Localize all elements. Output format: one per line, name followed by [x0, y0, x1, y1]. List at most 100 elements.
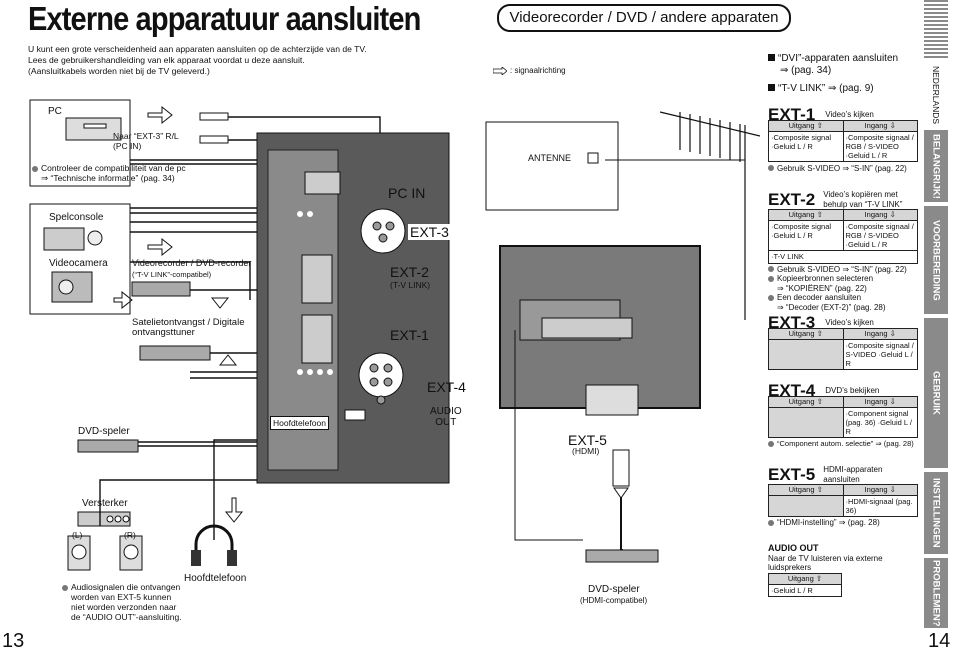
vcr-sublabel: (“T-V LINK”-compatibel)	[132, 270, 212, 279]
intro-line-2: Lees de gebruikershandleiding van elk ap…	[28, 55, 305, 65]
panel-headphones-label: Hoofdtelefoon	[270, 416, 329, 430]
ext3-heading: EXT-3	[768, 313, 816, 332]
ext5-out-header: Uitgang ⇧	[788, 485, 823, 494]
intro-line-3: (Aansluitkabels worden niet bij de TV ge…	[28, 66, 210, 76]
sidebar-tab-voorbereiding: VOORBEREIDING	[924, 206, 948, 314]
ext4-port-zoom	[358, 352, 404, 398]
ext2-note-4: Een decoder aansluiten	[768, 293, 918, 303]
ext3-in: ·Composite signaal / S-VIDEO ·Geluid L /…	[842, 339, 918, 369]
sidebar-tab-instellingen: INSTELLINGEN	[924, 472, 948, 554]
console-label: Spelconsole	[49, 212, 104, 223]
ext2-in: ·Composite signaal / RGB / S-VIDEO ·Gelu…	[842, 221, 918, 250]
hdmi-plug-icon	[612, 449, 630, 487]
ext1-table: Uitgang ⇧Ingang ⇩ ·Composite signal ·Gel…	[768, 119, 918, 162]
connection-diagram	[29, 99, 760, 571]
ext2-table: Uitgang ⇧ Ingang ⇩ ·Composite signal ·Gel…	[768, 209, 918, 264]
pc-compat-line-1: Controleer de compatibiliteit van de pc	[32, 163, 186, 173]
ext3-in-header: Ingang ⇩	[842, 328, 918, 339]
ext3-port-zoom	[360, 208, 406, 254]
audio-out-line-1: AUDIO	[430, 406, 462, 417]
ext2-out: ·Composite signal ·Geluid L / R	[771, 222, 832, 240]
headphones-label: Hoofdtelefoon	[184, 573, 247, 584]
pc-compat: Controleer de compatibiliteit van de pc …	[32, 163, 186, 183]
page-number-left: 13	[2, 630, 25, 652]
ext1-label: EXT-1	[390, 327, 429, 343]
scart-ext2-port	[301, 254, 333, 304]
audio-note-line-1: Audiosignalen die ontvangen	[62, 582, 192, 592]
ext5-in: ·HDMI-signaal (pag. 36)	[842, 496, 918, 516]
ext1-out-header: Uitgang ⇧	[788, 120, 823, 130]
antenna-frame	[485, 121, 619, 211]
dvi-line: “DVI”-apparaten aansluiten	[768, 53, 918, 65]
dvd-hdmi-icon	[585, 549, 659, 563]
ext1-in: ·Composite signaal / RGB / S-VIDEO ·Gelu…	[842, 131, 918, 161]
pc-vga-plug	[199, 135, 229, 144]
sidebar-stripe	[924, 0, 948, 60]
satellite-icon	[139, 345, 211, 361]
dvd-hdmi-label: DVD-speler	[588, 584, 640, 595]
antenna-label: ANTENNE	[528, 153, 572, 163]
console-icon	[43, 227, 85, 251]
ext1-out: ·Composite signal ·Geluid L / R	[771, 132, 832, 151]
ext2-in-header: Ingang ⇩	[842, 210, 918, 220]
audio-out-table: Uitgang ⇧ ·Geluid L / R	[768, 572, 842, 597]
ext4-out-header: Uitgang ⇧	[788, 396, 823, 406]
ext5-table: Uitgang ⇧ Ingang ⇩ ·HDMI-signaal (pag. 36…	[768, 484, 918, 517]
ext2-note-3: ⇒ “KOPIËREN” (pag. 22)	[777, 283, 867, 293]
dvi-text: “DVI”-apparaten aansluiten	[778, 53, 899, 64]
pc-frame	[29, 99, 131, 187]
ext5-in-header: Ingang ⇩	[842, 485, 918, 495]
speaker-left-label: (L)	[72, 530, 83, 540]
intro-line-1: U kunt een grote verscheidenheid aan app…	[28, 44, 367, 54]
audio-note-line-2: worden van EXT-5 kunnen	[71, 592, 172, 602]
audio-out-line-2: OUT	[435, 417, 457, 428]
audio-out-heading: AUDIO OUT	[768, 543, 819, 553]
audio-out-desc: Naar de TV luisteren via externe luidspr…	[768, 553, 883, 573]
audio-out-header: Uitgang ⇧	[787, 573, 823, 583]
arrow-icon	[493, 66, 507, 75]
ext4-note: “Component autom. selectie” ⇒ (pag. 28)	[768, 439, 918, 449]
ext2-sublabel: (T-V LINK)	[390, 280, 431, 290]
intro-text: U kunt een grote verscheidenheid aan app…	[28, 44, 418, 77]
signal-legend: : signaalrichting	[493, 66, 566, 75]
dvd-hdmi-sublabel: (HDMI-compatibel)	[580, 596, 648, 605]
page-title: Externe apparatuur aansluiten	[28, 0, 421, 37]
ext5-desc: HDMI-apparaten aansluiten	[823, 465, 883, 484]
ext1-section: EXT-1 Video’s kijken Uitgang ⇧Ingang ⇩ ·C…	[768, 105, 918, 173]
arrow-icon	[613, 487, 629, 499]
ext1-heading: EXT-1	[768, 105, 816, 124]
ext2-desc: Video’s kopiëren met behulp van “T-V LIN…	[823, 190, 903, 209]
ext1-desc: Video’s kijken	[825, 110, 874, 119]
sidebar-tab-belangrijk: BELANGRIJK!	[924, 130, 948, 202]
section-subtitle: Videorecorder / DVD / andere apparaten	[497, 4, 791, 32]
ext4-desc: DVD’s bekijken	[825, 386, 880, 395]
ext3-table: Uitgang ⇧Ingang ⇩ ·Composite signaal / S…	[768, 327, 918, 370]
ext5-out	[769, 496, 843, 516]
pc-audio-plug	[199, 112, 229, 121]
audio-out-port: AUDIO OUT	[430, 406, 462, 428]
ext3-section: EXT-3 Video’s kijken Uitgang ⇧Ingang ⇩ ·C…	[768, 313, 918, 370]
speaker-right-label: (R)	[124, 530, 136, 540]
ext2-note-2: Kopieerbronnen selecteren	[768, 274, 918, 284]
console-frame	[29, 203, 131, 315]
audio-out-section: AUDIO OUT Naar de TV luisteren via exter…	[768, 543, 918, 597]
pc-icon	[65, 117, 122, 141]
tv-stand	[541, 317, 633, 339]
ext2-label: EXT-2	[390, 264, 429, 280]
ext5-note: “HDMI-instelling” ⇒ (pag. 28)	[768, 518, 918, 528]
dvi-note: “DVI”-apparaten aansluiten ⇒ (pag. 34) “…	[768, 53, 918, 95]
ext2-out-header: Uitgang ⇧	[788, 210, 823, 219]
antenna-icon	[659, 111, 760, 320]
pc-in-port	[304, 171, 341, 195]
ext3-desc: Video’s kijken	[825, 318, 874, 327]
ext4-in: ·Component signal (pag. 36) ·Geluid L / …	[842, 407, 918, 437]
pc-note: Naar “EXT-3” R/L (PC IN)	[113, 131, 179, 151]
tvlink-text: “T-V LINK” ⇒ (pag. 9)	[778, 83, 874, 94]
signal-legend-label: : signaalrichting	[510, 66, 566, 75]
vcr-icon	[131, 281, 191, 297]
ext2-note-5: ⇒ “Decoder (EXT-2)” (pag. 28)	[777, 302, 886, 312]
ext4-heading: EXT-4	[768, 381, 816, 400]
ext4-out	[769, 407, 843, 437]
camera-label: Videocamera	[49, 258, 108, 269]
